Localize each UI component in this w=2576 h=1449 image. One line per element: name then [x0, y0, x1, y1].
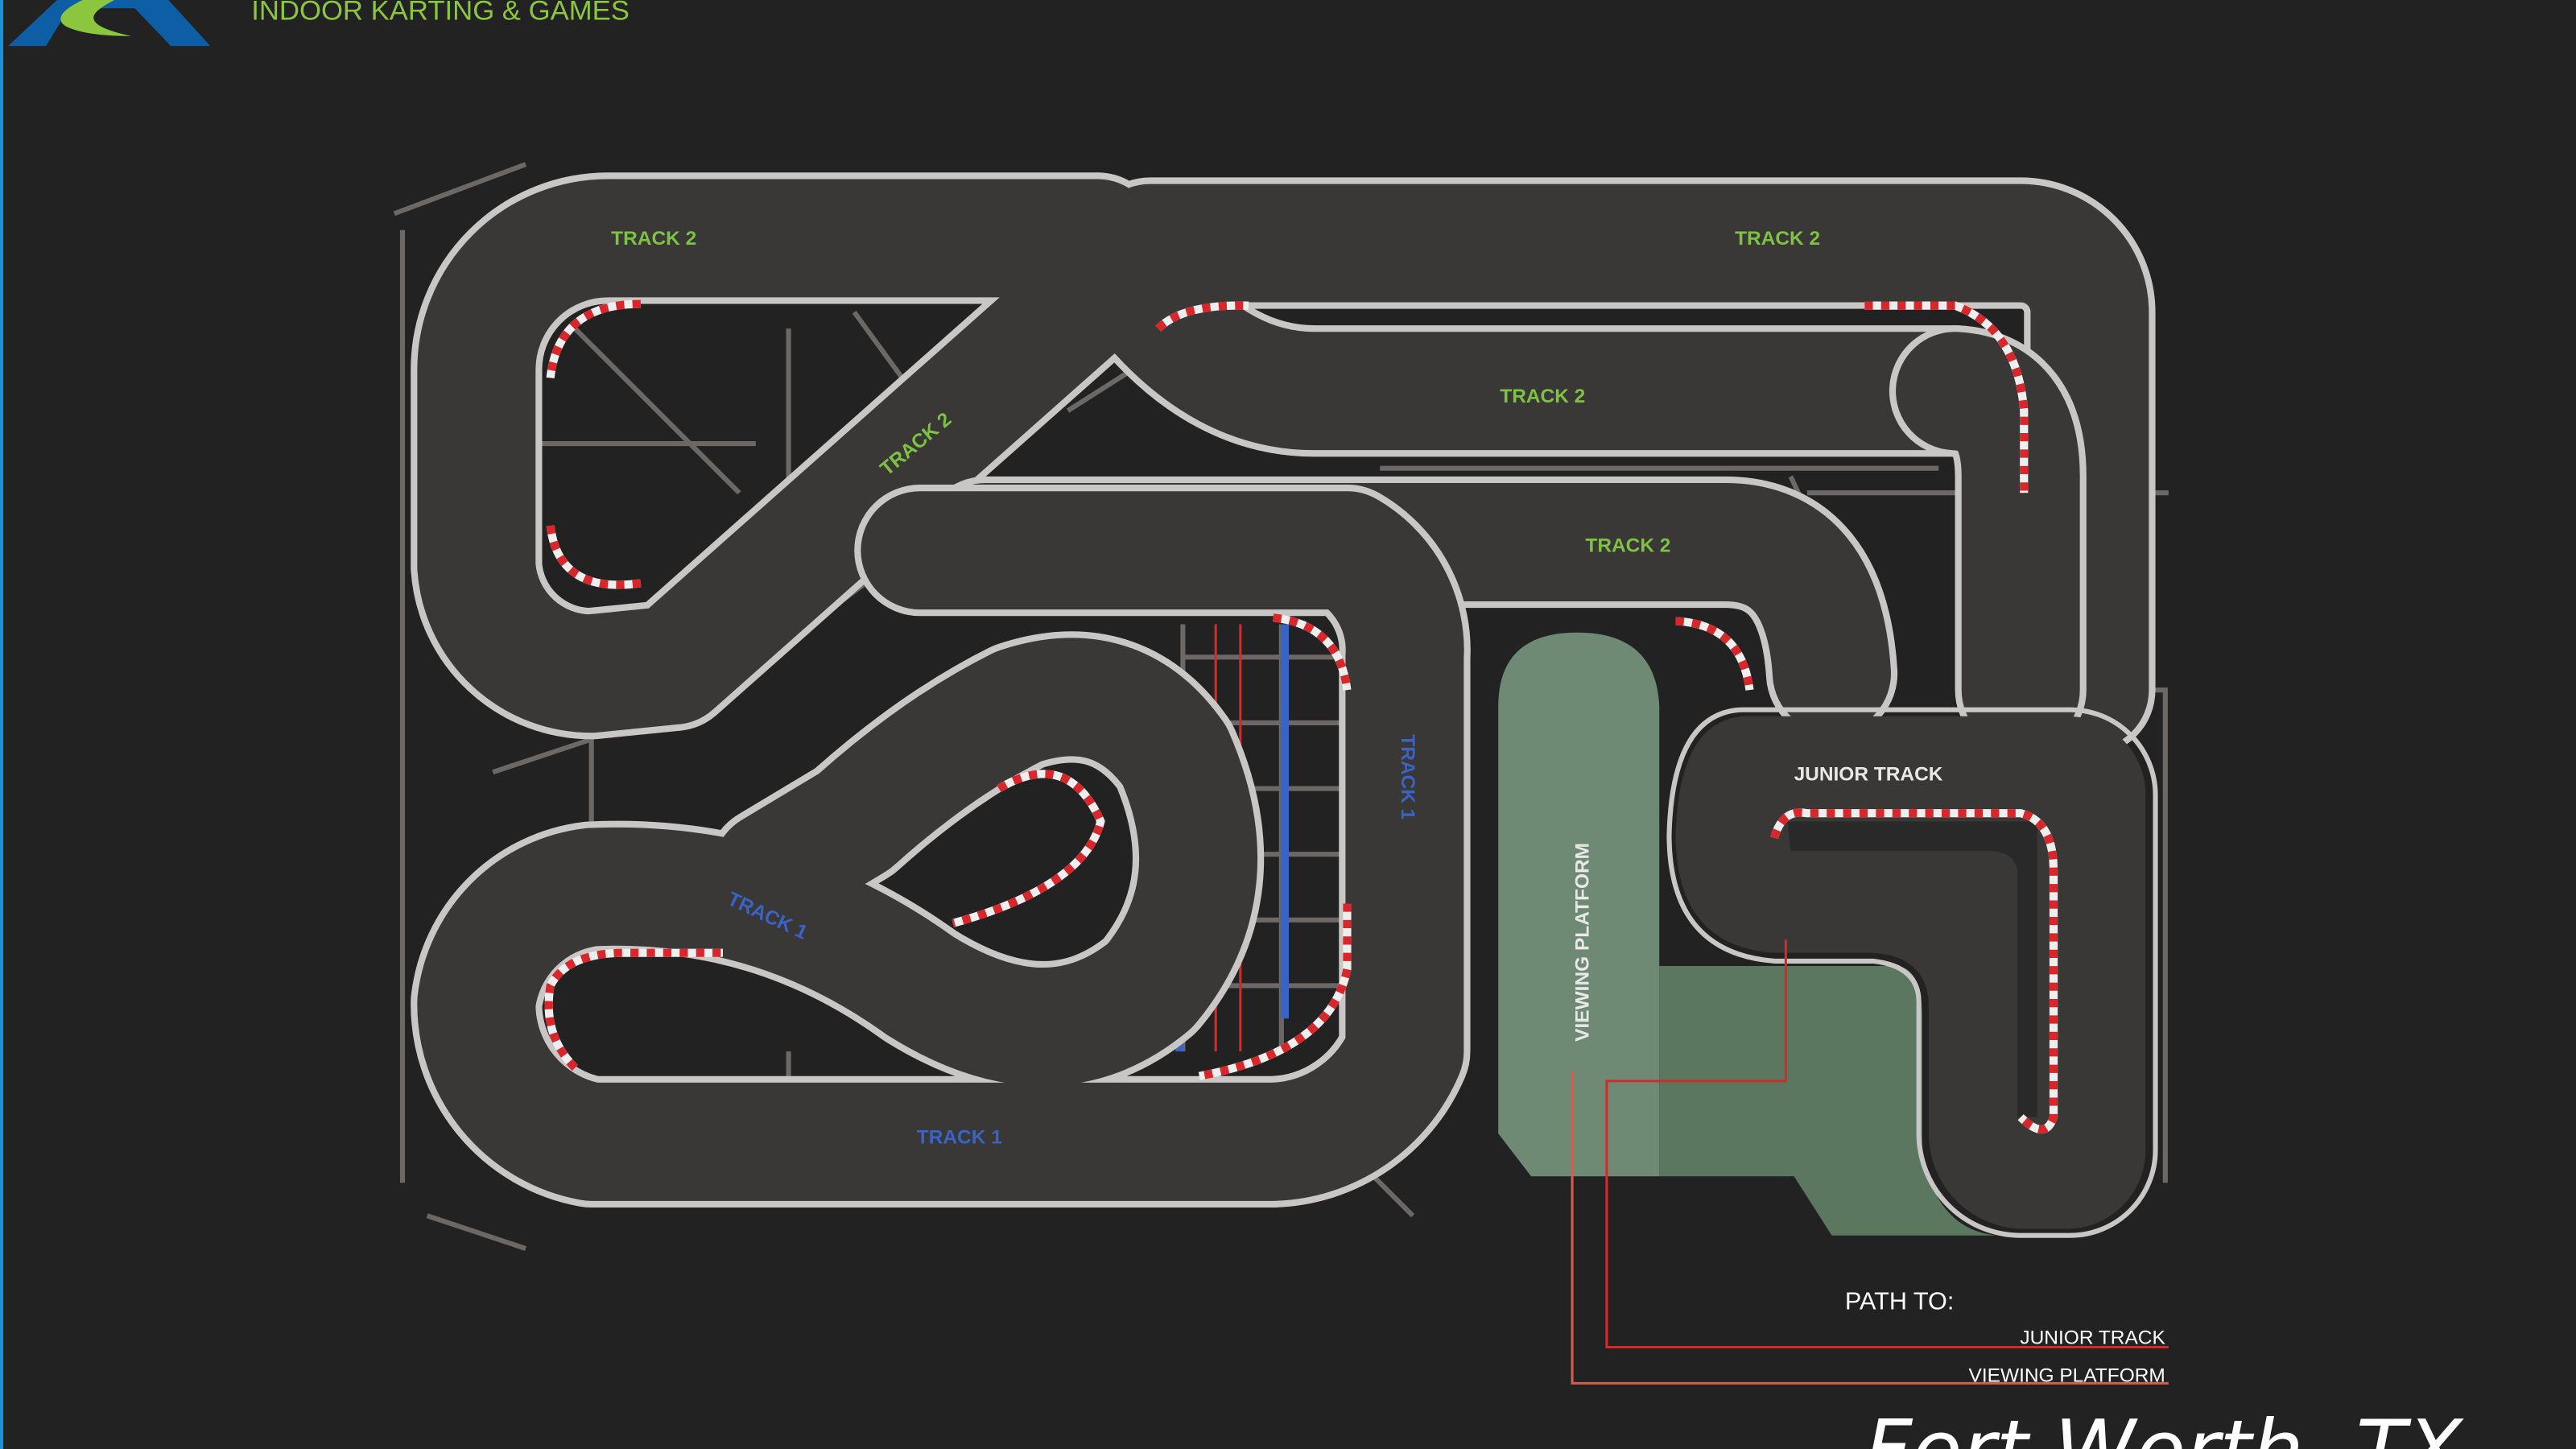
legend-viewing-platform: VIEWING PLATFORM [1969, 1364, 2165, 1386]
logo-swoosh [60, 0, 132, 36]
path-viewing-platform [1571, 1071, 2169, 1385]
tagline: INDOOR KARTING & GAMES [251, 0, 630, 26]
junior-track-shape [1666, 707, 2158, 1238]
track2-label-middle: TRACK 2 [1500, 386, 1585, 407]
logo-a-shape [8, 0, 211, 47]
viewing-platform-area [1498, 632, 1660, 1177]
location-title: Fort Worth, TX [1864, 1403, 2464, 1449]
path-junior-track [1605, 939, 2169, 1348]
track2-label-lower: TRACK 2 [1585, 535, 1670, 557]
junior-access-area [1659, 966, 1996, 1236]
track1-label-bottom: TRACK 1 [917, 1126, 1002, 1148]
junior-track-label: JUNIOR TRACK [1794, 763, 1943, 785]
logo [8, 0, 211, 47]
track-1 [411, 485, 1471, 1208]
track1-label-vertical: TRACK 1 [1397, 734, 1418, 819]
kerbs [544, 299, 2058, 1134]
left-accent-line [0, 0, 4, 1449]
track2-label-top-left: TRACK 2 [611, 228, 696, 250]
track2-label-top-right: TRACK 2 [1735, 228, 1820, 250]
legend-junior-track: JUNIOR TRACK [2020, 1327, 2165, 1348]
legend-title: PATH TO: [1845, 1288, 1955, 1315]
viewing-platform-label: VIEWING PLATFORM [1571, 843, 1593, 1042]
